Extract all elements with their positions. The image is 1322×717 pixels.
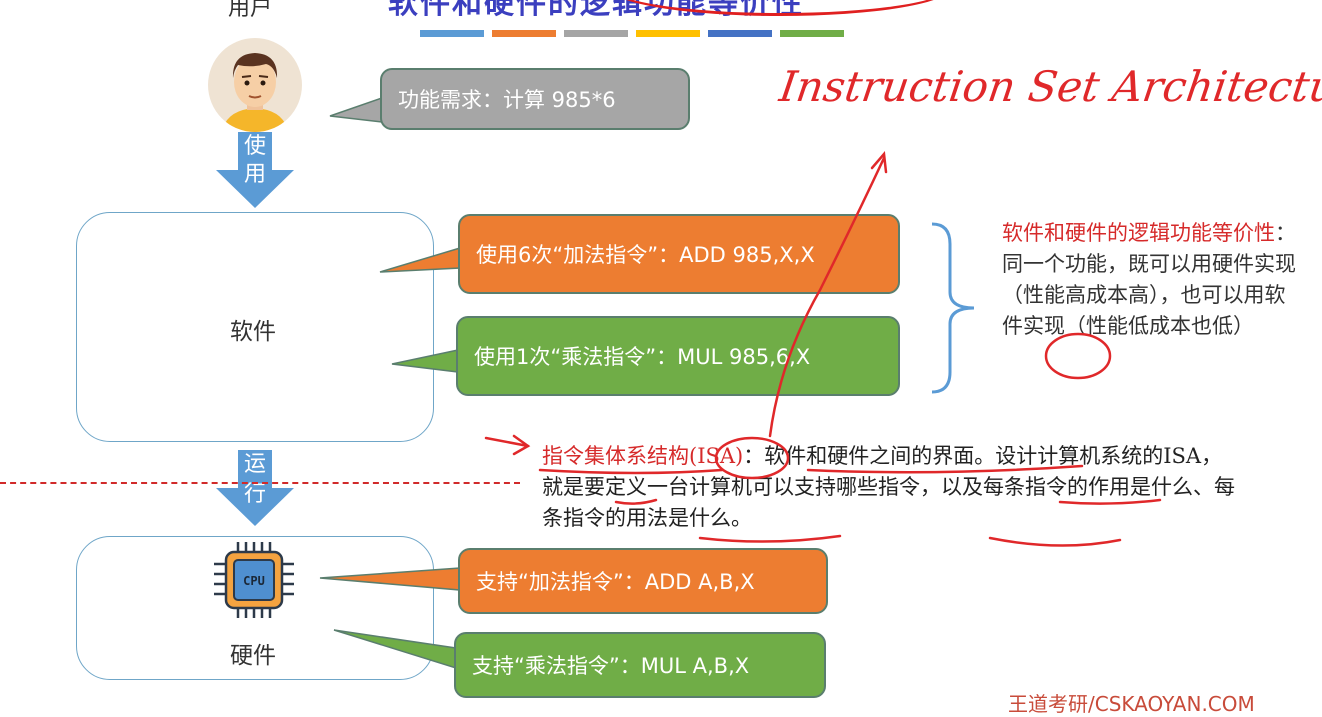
color-bar-segment xyxy=(564,30,628,37)
cpu-chip-text: CPU xyxy=(243,574,265,588)
equivalence-note: 软件和硬件的逻辑功能等价性：同一个功能，既可以用硬件实现（性能高成本高），也可以… xyxy=(1002,218,1302,342)
software-label: 软件 xyxy=(230,319,276,345)
curly-brace xyxy=(931,222,975,394)
use-arrow-char-1: 使 xyxy=(243,134,266,159)
cpu-chip-icon: CPU xyxy=(208,540,300,624)
handwritten-annotation: Instruction Set Architecture xyxy=(776,62,1322,111)
equivalence-body: ：同一个功能，既可以用硬件实现（性能高成本高），也可以用软件实现（性能低成本也低… xyxy=(1002,221,1296,338)
isa-term: 指令集体系结构(ISA) xyxy=(542,444,744,468)
use-arrow-char-2: 用 xyxy=(243,162,266,187)
use-arrow xyxy=(216,132,294,208)
color-bar-segment xyxy=(636,30,700,37)
hardware-mul-bubble: 支持“乘法指令”：MUL A,B,X xyxy=(454,632,826,698)
run-arrow xyxy=(216,450,294,526)
color-bar-segment xyxy=(708,30,772,37)
requirement-bubble: 功能需求：计算 985*6 xyxy=(380,68,690,130)
run-arrow-char-1: 运 xyxy=(243,452,266,477)
software-add-bubble: 使用6次“加法指令”：ADD 985,X,X xyxy=(458,214,900,294)
user-label: 用户 xyxy=(228,0,273,21)
run-arrow-char-2: 行 xyxy=(243,482,266,507)
color-bar-segment xyxy=(492,30,556,37)
hardware-label: 硬件 xyxy=(230,643,276,669)
watermark: 王道考研/CSKAOYAN.COM xyxy=(1008,692,1255,716)
divider-line xyxy=(0,482,520,484)
color-bar-segment xyxy=(420,30,484,37)
equivalence-heading: 软件和硬件的逻辑功能等价性 xyxy=(1002,221,1275,245)
color-bar-segment xyxy=(780,30,844,37)
software-mul-bubble: 使用1次“乘法指令”：MUL 985,6,X xyxy=(456,316,900,396)
user-avatar-icon xyxy=(208,38,302,132)
software-box xyxy=(76,212,434,442)
isa-note: 指令集体系结构(ISA)：软件和硬件之间的界面。设计计算机系统的ISA，就是要定… xyxy=(542,441,1242,534)
isa-body: ：软件和硬件之间的界面。设计计算机系统的ISA，就是要定义一台计算机可以支持哪些… xyxy=(542,444,1235,530)
hardware-add-bubble: 支持“加法指令”：ADD A,B,X xyxy=(458,548,828,614)
